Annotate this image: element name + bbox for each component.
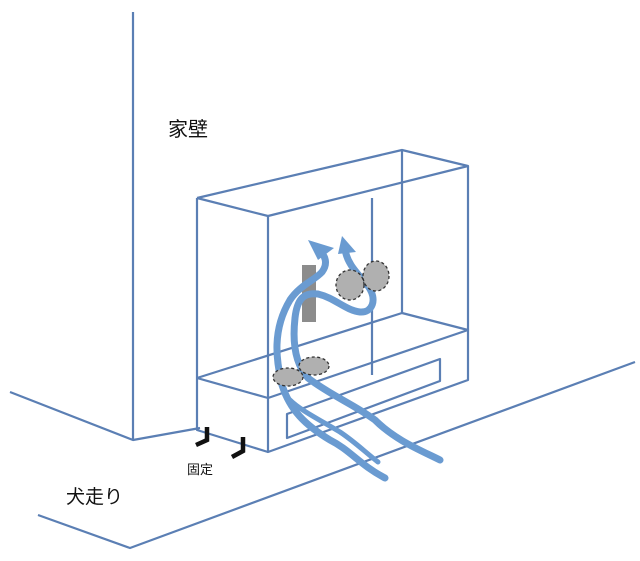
- house-wall-label: 家壁: [168, 117, 208, 141]
- cabinet-top: [196, 148, 470, 218]
- pipe-second: [290, 244, 444, 464]
- arrow-right-icon: [338, 236, 356, 254]
- arrow-left-icon: [308, 240, 334, 260]
- wall-corner-line: [132, 426, 201, 442]
- fixed-label: 固定: [187, 463, 214, 478]
- pipe-third: [287, 397, 381, 465]
- ground-and-wall-outline: [9, 12, 636, 550]
- hole-lower-2: [298, 356, 330, 376]
- house-wall-outline: [9, 12, 135, 442]
- pipe-hose: [273, 244, 444, 482]
- bracket-right-icon: [230, 437, 246, 459]
- hole-upper-1: [335, 269, 365, 301]
- pipe-holes: [272, 260, 390, 387]
- bracket-left-icon: [195, 427, 210, 448]
- base-vent-slot: [285, 357, 442, 440]
- hole-upper-2: [362, 260, 390, 292]
- pipe-main: [273, 246, 389, 482]
- fixing-brackets: [195, 427, 246, 459]
- hole-lower-1: [272, 367, 304, 387]
- foundation-ledge-label: 犬走り: [66, 486, 124, 508]
- foundation-ledge-outline: [37, 360, 636, 550]
